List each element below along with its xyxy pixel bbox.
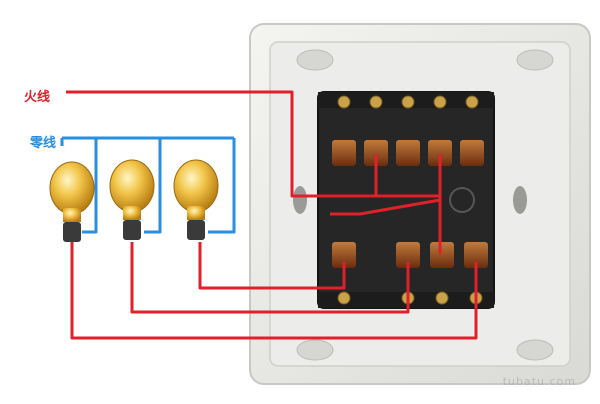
neutral-wire-label: 零线 (30, 136, 57, 151)
live-wire-label: 火线 (24, 90, 51, 105)
top-terminal (396, 140, 420, 166)
top-terminal (332, 140, 356, 166)
bottom-terminals (332, 242, 488, 268)
bulb-3 (173, 159, 219, 240)
top-terminal (460, 140, 484, 166)
bulb-3-base (187, 220, 205, 240)
certification-mark (449, 187, 475, 213)
bottom-terminal (396, 242, 420, 268)
watermark: tubatu.com (502, 375, 576, 388)
live-wire (66, 90, 478, 340)
top-screws (337, 95, 479, 109)
bulb-2 (109, 159, 155, 240)
mounting-hole-right (513, 186, 527, 214)
bottom-terminal (430, 242, 454, 268)
top-terminal (428, 140, 452, 166)
bottom-terminal (332, 242, 356, 268)
bulb-1-base (63, 222, 81, 242)
bottom-terminal (464, 242, 488, 268)
bulb-1 (49, 161, 95, 242)
top-terminal (364, 140, 388, 166)
top-terminals (332, 140, 484, 166)
bulb-2-base (123, 220, 141, 240)
mounting-hole-left (293, 186, 307, 214)
neutral-wire (60, 136, 236, 234)
